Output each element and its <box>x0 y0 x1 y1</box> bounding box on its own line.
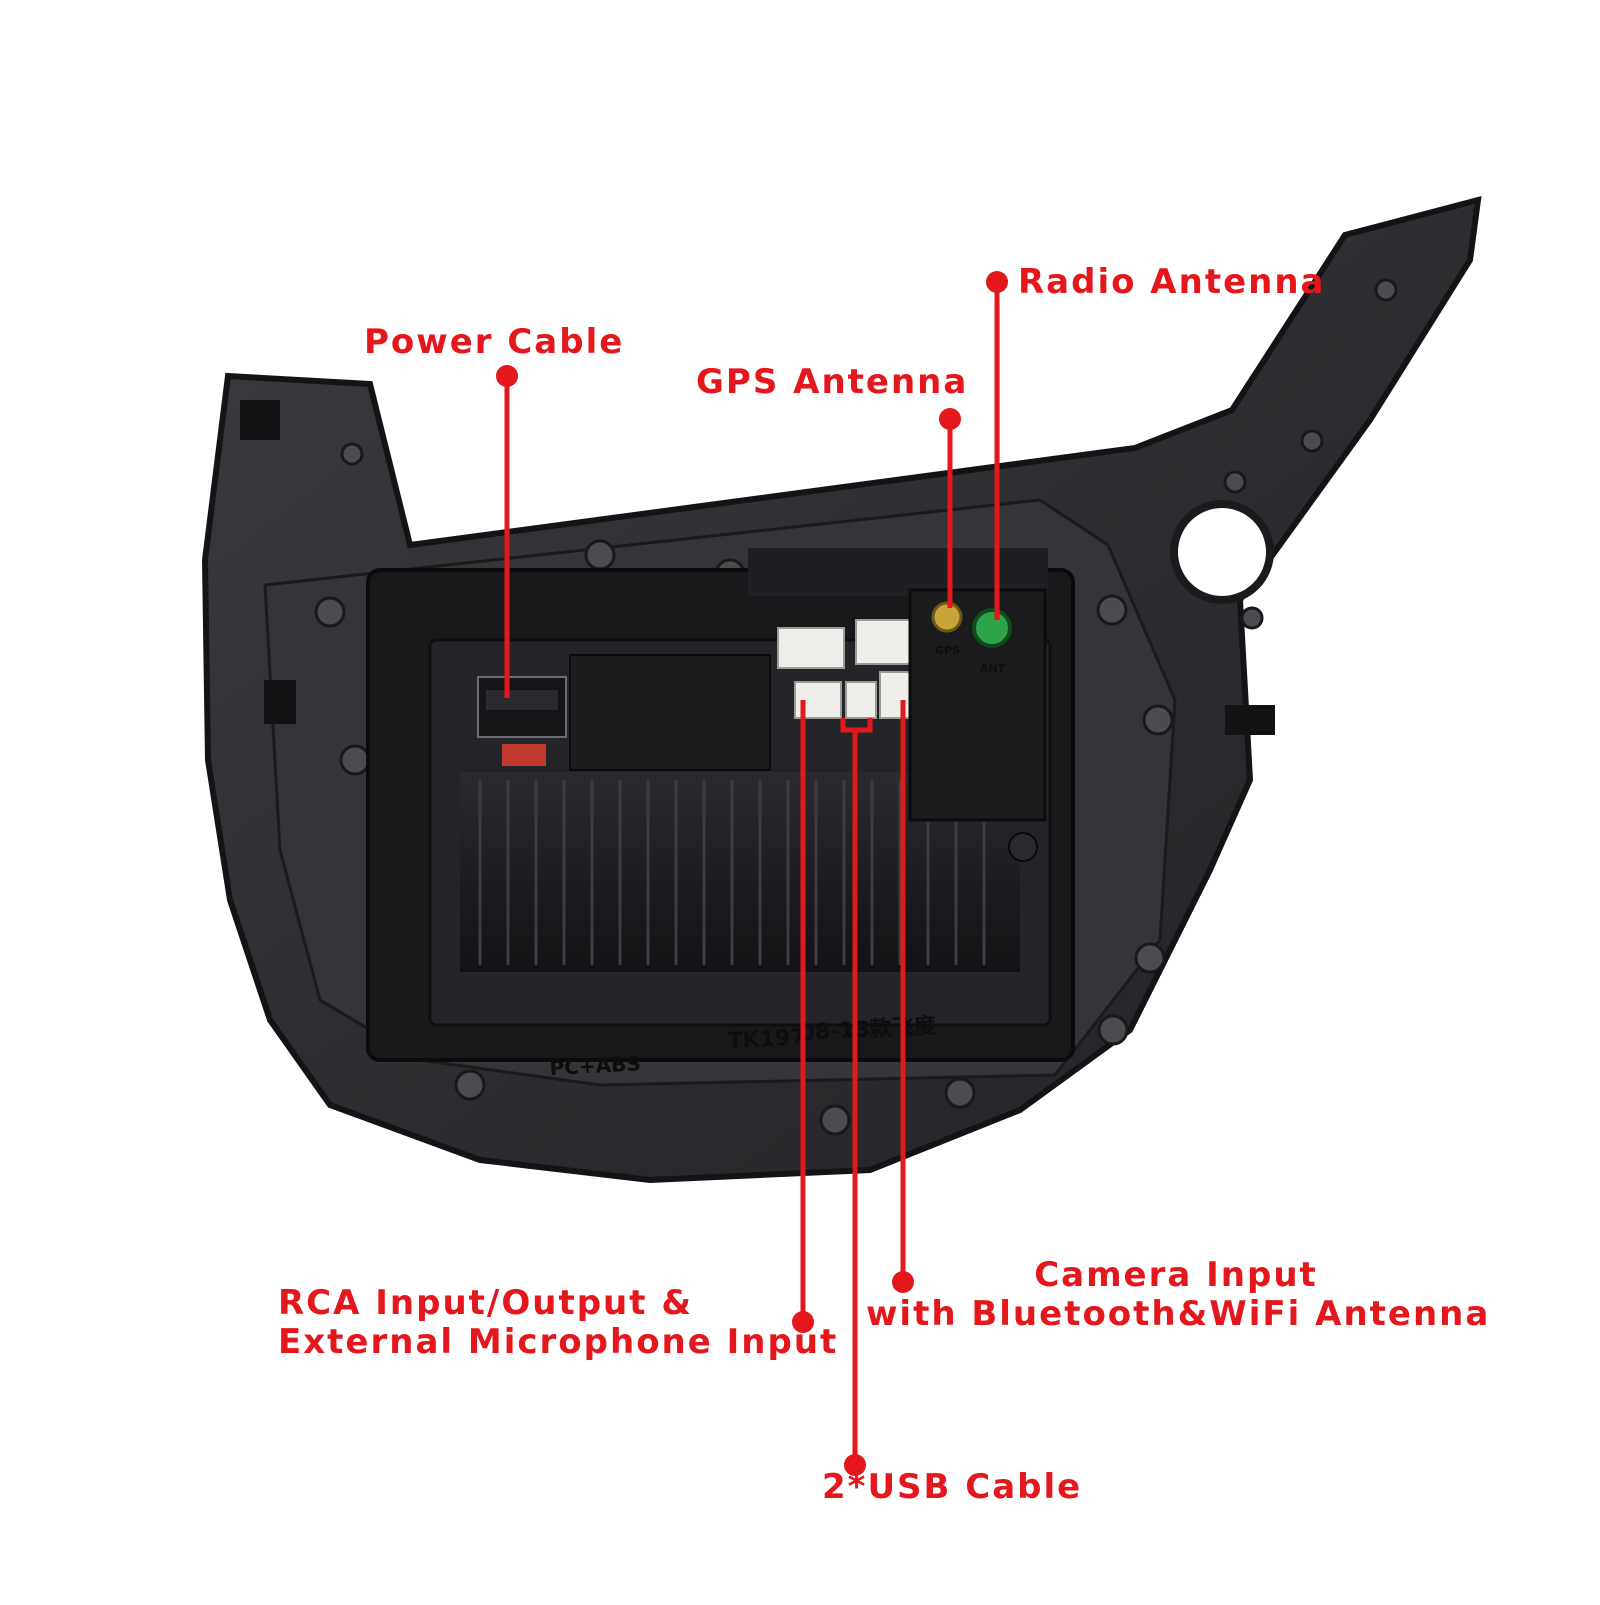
secondary-gps-port <box>1008 832 1038 862</box>
gps-dot <box>939 408 961 430</box>
camera-dot <box>892 1271 914 1293</box>
camera-label-line1: Camera Input <box>1034 1255 1318 1295</box>
gps-port-label: GPS <box>935 644 960 657</box>
gps-antenna-label: GPS Antenna <box>696 362 969 402</box>
side-clips <box>240 400 1275 735</box>
rca-label-line1: RCA Input/Output & <box>278 1283 693 1323</box>
rca-dot <box>792 1311 814 1333</box>
radio-dot <box>986 271 1008 293</box>
usb-cable-label: 2*USB Cable <box>822 1467 1083 1507</box>
camera-label-line2: with Bluetooth&WiFi Antenna <box>866 1294 1491 1335</box>
vent-opening <box>1170 500 1274 604</box>
harness-connectors <box>777 619 919 719</box>
heat-sink <box>460 654 1020 972</box>
radio-antenna-label: Radio Antenna <box>1018 262 1326 302</box>
rca-label: RCA Input/Output & External Microphone I… <box>278 1283 839 1363</box>
material-marking: PC+ABS <box>549 1051 641 1080</box>
radio-port-icon <box>972 608 1012 648</box>
usb-bracket <box>840 718 873 733</box>
power-connector <box>477 676 567 766</box>
camera-label: Camera Input with Bluetooth&WiFi Antenna <box>866 1255 1491 1335</box>
power-cable-label: Power Cable <box>364 322 625 362</box>
callout-dots <box>496 271 1008 1476</box>
leader-lines <box>504 282 1000 1465</box>
model-marking: TK197 <box>727 1025 806 1054</box>
rca-label-line2: External Microphone Input <box>278 1322 839 1363</box>
usb-dot <box>844 1454 866 1476</box>
ant-port-label: ANT <box>980 662 1006 675</box>
gps-port-icon <box>931 601 963 633</box>
power-dot <box>496 365 518 387</box>
